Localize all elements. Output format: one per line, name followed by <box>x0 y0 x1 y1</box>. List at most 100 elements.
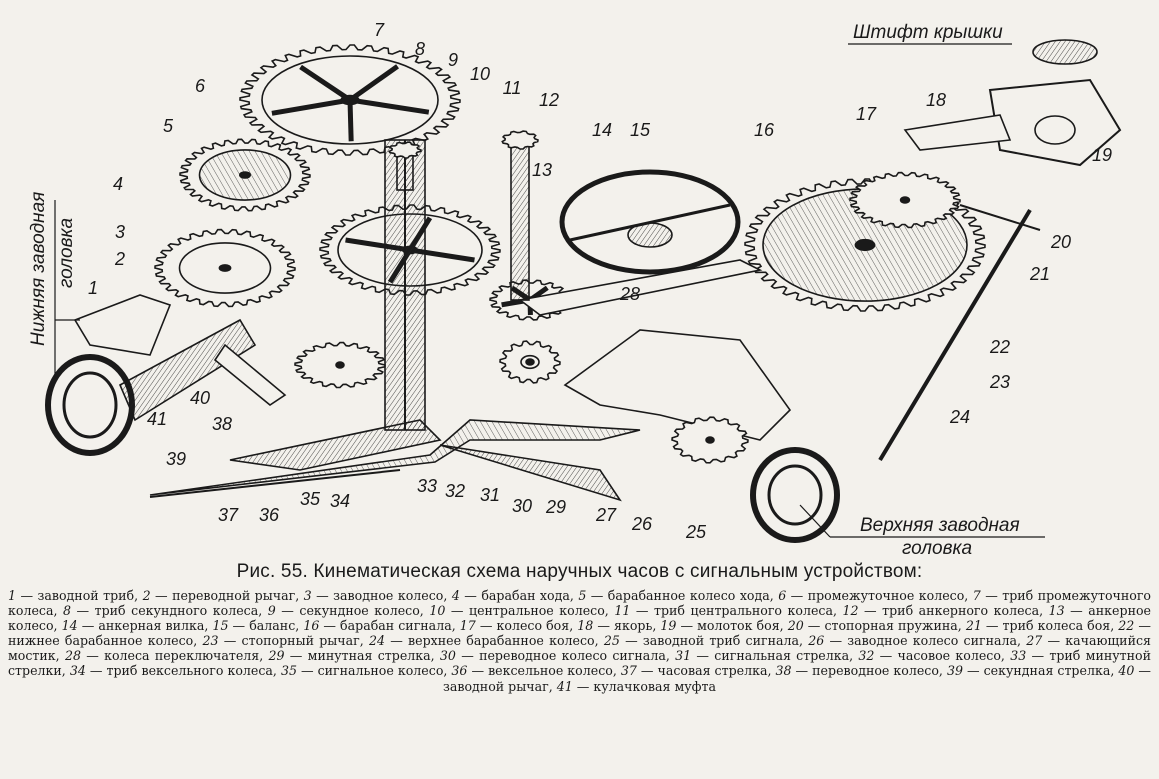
part-label-31: 31 <box>480 485 500 505</box>
legend-item-number: 9 <box>267 603 276 619</box>
legend-item-text: — заводное колесо сигнала, <box>824 633 1027 649</box>
legend-item-text: — триб промежуточного колеса, <box>8 588 1152 619</box>
legend-item-number: 10 <box>429 603 446 619</box>
gear-train-drawing <box>45 39 1122 543</box>
legend-item-number: 38 <box>775 663 792 679</box>
legend-item-number: 16 <box>303 618 320 634</box>
part-label-5: 5 <box>163 116 174 136</box>
legend-item: 3 — заводное колесо, <box>304 588 452 603</box>
arbor <box>510 139 530 301</box>
legend-item-number: 21 <box>965 618 982 634</box>
part-label-8: 8 <box>415 39 425 59</box>
legend-item-text: — колеса переключателя, <box>80 648 269 664</box>
upper-crown-inner <box>767 464 823 526</box>
legend-item-number: 14 <box>61 618 78 634</box>
legend-item: 35 — сигнальное колесо, <box>281 663 451 678</box>
minute-hand-shape <box>149 419 641 496</box>
gear-hub <box>335 361 345 369</box>
part-label-34: 34 <box>330 491 350 511</box>
part-label-15: 15 <box>630 120 651 140</box>
legend-item: 23 — стопорный рычаг, <box>202 633 369 648</box>
gear-spoke <box>348 64 399 103</box>
legend-item-number: 32 <box>858 648 875 664</box>
legend-item: 38 — переводное колесо, <box>776 663 947 678</box>
legend-item: 20 — стопорная пружина, <box>788 618 966 633</box>
legend-item: 41 — кулачковая муфта <box>557 679 716 694</box>
gear-hub <box>239 171 252 179</box>
part-label-22: 22 <box>989 337 1010 357</box>
svg-text:головка: головка <box>56 218 77 288</box>
legend-item-text: — барабан сигнала, <box>319 618 460 634</box>
legend-item-number: 3 <box>303 588 312 603</box>
alarm-hand-shape <box>439 444 622 502</box>
legend-item-number: 18 <box>577 618 594 634</box>
part-label-40: 40 <box>190 388 210 408</box>
legend-item-text: — сигнальное колесо, <box>296 663 452 679</box>
legend-item: 33 — триб минутной стрелки, <box>8 648 1151 678</box>
legend-item-number: 8 <box>63 603 72 619</box>
legend-item-text: — переводное колесо сигнала, <box>455 648 676 664</box>
legend-item-number: 7 <box>972 588 981 603</box>
gear-hub <box>899 196 911 204</box>
upper-crown-label: Верхняя заводная головка <box>799 504 1045 559</box>
seconds-hand <box>149 469 401 498</box>
legend-item-number: 13 <box>1048 603 1065 619</box>
legend-item-number: 25 <box>603 633 620 649</box>
legend-item-text: — триб центрального колеса, <box>630 603 843 619</box>
gear-rim <box>520 354 540 370</box>
legend-item-text: — кулачковая муфта <box>572 678 716 694</box>
part-label-19: 19 <box>1092 145 1112 165</box>
winding-stem <box>118 318 257 422</box>
legend-item-number: 4 <box>451 588 460 603</box>
legend-item-number: 28 <box>64 648 81 664</box>
pallet-fork <box>518 259 763 316</box>
part-label-14: 14 <box>592 120 612 140</box>
legend-item-number: 17 <box>459 618 476 634</box>
legend-item-text: — триб секундного колеса, <box>71 603 268 619</box>
legend-item-text: — нижнее барабанное колесо, <box>8 618 1151 649</box>
cover-pin-label: Штифт крышки <box>848 22 1012 45</box>
gear-hub <box>340 94 360 106</box>
part-label-24: 24 <box>949 407 970 427</box>
legend-item-number: 29 <box>268 648 285 664</box>
legend-item: 11 — триб центрального колеса, <box>614 603 842 618</box>
legend-item-text: — секундное колесо, <box>275 603 430 619</box>
legend-item: 1 — заводной триб, <box>8 588 143 603</box>
part-label-37: 37 <box>218 505 239 525</box>
legend-item-text: — молоток боя, <box>676 618 788 634</box>
legend-item-number: 36 <box>451 663 468 679</box>
figure-legend: 1 — заводной триб, 2 — переводной рычаг,… <box>8 588 1151 694</box>
winding-lever <box>213 343 287 406</box>
legend-item-text: — колесо боя, <box>475 618 578 634</box>
legend-item: 8 — триб секундного колеса, <box>63 603 268 618</box>
gear-spoke <box>349 97 430 115</box>
balance-wheel-rim <box>559 169 741 275</box>
part-label-4: 4 <box>113 174 123 194</box>
setting-lever <box>73 294 172 356</box>
legend-item-text: — триб колеса боя, <box>981 618 1119 634</box>
part-label-26: 26 <box>631 514 653 534</box>
gear-hub <box>218 264 232 272</box>
stop-lever <box>878 208 1032 462</box>
hour-hand-shape <box>229 419 442 471</box>
legend-item-text: — заводной рычаг, <box>443 663 1151 694</box>
legend-item-text: — баланс, <box>228 618 304 634</box>
anchor <box>903 114 1012 151</box>
svg-text:Штифт крышки: Штифт крышки <box>853 22 1003 43</box>
svg-text:головка: головка <box>902 538 972 559</box>
figure-caption: Рис. 55. Кинематическая схема наручных ч… <box>236 561 923 582</box>
lower-crown <box>45 354 135 456</box>
legend-item-text: — минутная стрелка, <box>284 648 440 664</box>
lower-crown-label: Нижняя заводная головка <box>28 192 80 380</box>
part-label-21: 21 <box>1029 264 1050 284</box>
legend-item-text: — триб минутной стрелки, <box>8 648 1151 679</box>
part-label-29: 29 <box>545 497 566 517</box>
cover-pin <box>1032 39 1098 65</box>
gear-hub <box>525 358 535 366</box>
part-label-11: 11 <box>503 78 522 98</box>
legend-item: 39 — секундная стрелка, <box>947 663 1118 678</box>
legend-item-text: — заводное колесо, <box>311 588 452 603</box>
legend-item-text: — барабан хода, <box>459 588 579 603</box>
